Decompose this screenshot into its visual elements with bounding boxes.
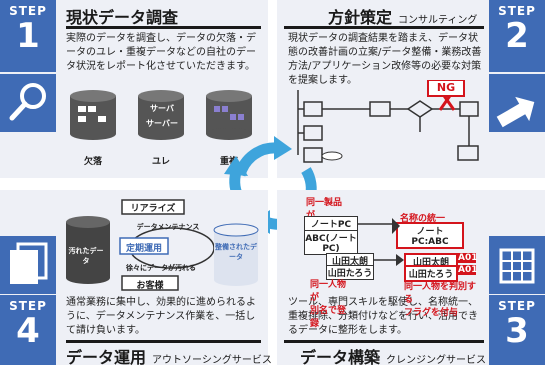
dirty-label: 汚れたデータ	[68, 247, 104, 265]
step1-title-rule	[66, 26, 261, 29]
document-icon	[10, 242, 48, 284]
step3-arrows	[358, 218, 404, 266]
duplicate-data-drum	[206, 90, 252, 140]
step4-title-text: データ運用	[66, 348, 147, 367]
flag-note: 同一人物を判別する フラグを付与	[404, 282, 477, 318]
step3-title-rule	[284, 340, 484, 343]
customer-label: お客様	[136, 281, 164, 291]
step2-flow-diagram	[297, 80, 479, 163]
step4-label: STEP	[9, 299, 47, 313]
step3-text: ツール、専門スキルを駆使し、名称統一、重複排除、分類付けなどを行い、活用できるデ…	[288, 297, 478, 336]
step4-subtitle: アウトソーシングサービス	[152, 355, 272, 366]
step1-number: 1	[16, 16, 40, 56]
step4-title: データ運用アウトソーシングサービス	[66, 344, 272, 368]
step4-diagram	[66, 199, 259, 291]
step4-icon-box	[0, 236, 56, 294]
step3-icon-box	[489, 236, 545, 294]
realize-label: リアライズ	[130, 204, 176, 214]
step2-text: 現状データの調査結果を踏まえ、データ状態の改善計画の立案/データ整備・業務改善方…	[288, 33, 482, 86]
step3-subtitle: クレンジングサービス	[386, 355, 487, 366]
step1-badge: STEP 1	[0, 0, 56, 72]
step2-title-text: 方針策定	[328, 8, 393, 27]
step1-text: 実際のデータを調査し、データの欠落・データのユレ・重複データなどの自社のデータ状…	[66, 33, 256, 72]
unified-name: ノートPC:ABC	[396, 222, 464, 249]
step3-title-text: データ構築	[300, 348, 381, 367]
magnifier-icon	[9, 83, 46, 121]
missing-data-drum	[70, 90, 116, 140]
step2-title: 方針策定コンサルティング	[328, 4, 477, 28]
step4-number: 4	[16, 311, 40, 351]
step3-label: STEP	[498, 299, 536, 313]
operation-label: 定期運用	[125, 244, 162, 254]
step4-text: 通常業務に集中し、効果的に進められるように、データメンテナンス作業を、一括して請…	[66, 297, 256, 336]
step2-title-rule	[284, 26, 484, 29]
label-missing: 欠落	[83, 157, 102, 167]
step1-icon-box	[0, 74, 56, 132]
server-label-2: サーバー	[146, 119, 178, 128]
maintenance-label: データメンテナンス	[136, 223, 200, 231]
step3-badge: STEP 3	[489, 295, 545, 365]
step2-subtitle: コンサルティング	[398, 15, 478, 26]
label-variation: ユレ	[151, 157, 170, 167]
step2-number: 2	[505, 16, 529, 56]
step2-icon-box	[489, 74, 545, 132]
clean-label: 整備されたデータ	[215, 243, 257, 261]
step4-badge: STEP 4	[0, 295, 56, 365]
flagged-person-2: 山田たろう	[404, 265, 458, 282]
person-name-2: 山田たろう	[326, 265, 374, 280]
step3-number: 3	[505, 311, 529, 351]
same-person-note: 同一人物が 別名で登録	[310, 280, 347, 329]
flag-badge-1: A01	[458, 253, 478, 263]
step1-label: STEP	[9, 4, 47, 18]
variation-data-drum	[138, 90, 184, 140]
gradual-label: 徐々にデータが汚れる	[126, 264, 196, 272]
step1-diagram	[70, 90, 252, 140]
ng-badge: NG	[436, 81, 456, 94]
step1-title: 現状データ調査	[66, 8, 179, 27]
step4-title-rule	[66, 340, 261, 343]
arrow-sign-icon	[496, 96, 535, 128]
step2-label: STEP	[498, 4, 536, 18]
product-name-2: ABC(ノートPC)	[304, 230, 358, 255]
step3-title: データ構築クレンジングサービス	[300, 344, 486, 368]
unify-note: 名称の統一	[400, 214, 446, 224]
data-grid-icon	[499, 248, 535, 284]
flag-badge-2: A01	[458, 265, 478, 275]
label-duplicate: 重複	[219, 157, 238, 167]
server-label-1: サーバ	[150, 104, 174, 113]
step2-badge: STEP 2	[489, 0, 545, 72]
